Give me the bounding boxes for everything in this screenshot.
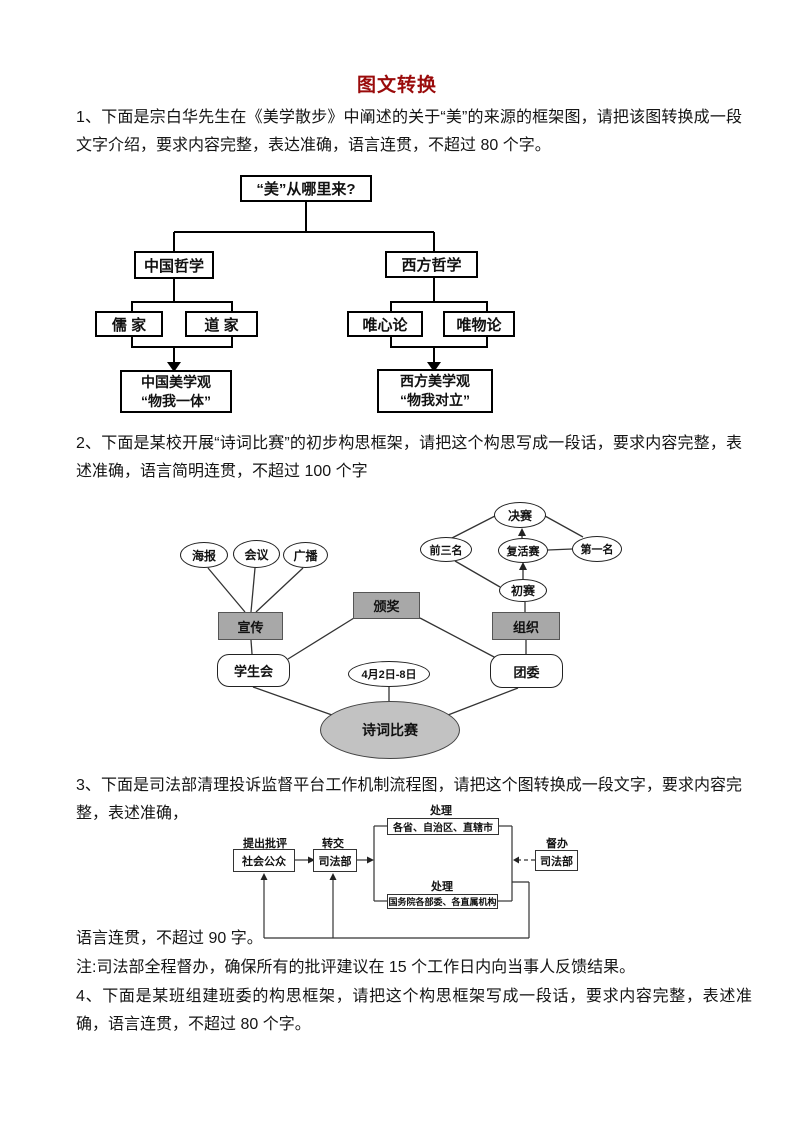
node-justice-ministry-supervisor: 司法部	[535, 850, 578, 871]
node-justice-ministry: 司法部	[313, 849, 357, 872]
node-confucianism: 儒 家	[95, 311, 163, 337]
node-state-council-bodies: 国务院各部委、各直属机构	[387, 894, 498, 909]
node-beauty-root: “美”从哪里来?	[240, 175, 372, 202]
diagram1-connectors	[167, 202, 441, 372]
label-handle-top: 处理	[430, 805, 452, 817]
node-west-aesthetics: 西方美学观 “物我对立”	[377, 369, 493, 413]
node-idealism: 唯心论	[347, 311, 423, 337]
note-text: 注:司法部全程督办，确保所有的批评建议在 15 个工作日内向当事人反馈结果。	[76, 959, 636, 976]
node-revival-round: 复活赛	[498, 538, 548, 563]
label-transfer: 转交	[322, 838, 344, 850]
diagram-beauty-flowchart: “美”从哪里来? 中国哲学 西方哲学 儒 家 道 家 唯心论 唯物论 中国美学观…	[95, 170, 515, 420]
diagram2-connectors	[207, 515, 584, 716]
label-raise-criticism: 提出批评	[243, 838, 287, 850]
node-public: 社会公众	[233, 849, 295, 872]
china-aesthetics-line2: “物我一体”	[141, 392, 211, 409]
node-league-committee: 团委	[490, 654, 563, 688]
node-date: 4月2日-8日	[348, 661, 430, 687]
node-taoism: 道 家	[185, 311, 258, 337]
label-supervise: 督办	[546, 838, 568, 850]
node-poster: 海报	[180, 542, 228, 568]
node-final: 决赛	[494, 502, 546, 528]
node-publicity: 宣传	[218, 612, 283, 640]
node-student-union: 学生会	[217, 654, 290, 687]
diagram-poetry-competition: 海报 会议 广播 宣传 学生会 颁奖 4月2日-8日 诗词比赛 前三名 决赛 复…	[140, 495, 650, 775]
label-handle-bottom: 处理	[431, 881, 453, 893]
node-preliminary: 初赛	[499, 579, 547, 602]
diagram3-connectors	[260, 825, 535, 939]
node-provinces: 各省、自治区、直辖市	[387, 818, 499, 835]
question-3-text-continued: 语言连贯，不超过 90 字。	[76, 930, 263, 947]
question-1-text: 1、下面是宗白华先生在《美学散步》中阐述的关于“美”的来源的框架图，请把该图转换…	[76, 109, 742, 154]
node-china-philosophy: 中国哲学	[134, 251, 214, 279]
node-top-three: 前三名	[420, 537, 472, 562]
page-title: 图文转换	[356, 75, 437, 96]
node-china-aesthetics: 中国美学观 “物我一体”	[120, 370, 232, 413]
question-3-text: 3、下面是司法部清理投诉监督平台工作机制流程图，请把这个图转换成一段文字，要求内…	[76, 777, 742, 822]
west-aesthetics-line1: 西方美学观	[400, 373, 470, 389]
node-organize: 组织	[492, 612, 560, 640]
diagram-justice-flowchart: 处理 各省、自治区、直辖市 提出批评 社会公众 转交 司法部 督办 司法部 处理…	[225, 800, 590, 945]
node-materialism: 唯物论	[443, 311, 515, 337]
node-broadcast: 广播	[283, 542, 328, 568]
node-meeting: 会议	[233, 540, 280, 568]
node-award: 颁奖	[353, 592, 420, 619]
node-first-place: 第一名	[572, 536, 622, 562]
west-aesthetics-line2: “物我对立”	[400, 392, 470, 408]
china-aesthetics-line1: 中国美学观	[141, 373, 211, 390]
node-west-philosophy: 西方哲学	[385, 251, 478, 278]
node-poetry-contest: 诗词比赛	[320, 701, 460, 759]
question-4-text: 4、下面是某班组建班委的构思框架，请把这个构思框架写成一段话，要求内容完整，表述…	[76, 988, 752, 1033]
question-2-text: 2、下面是某校开展“诗词比赛”的初步构思框架，请把这个构思写成一段话，要求内容完…	[76, 435, 742, 480]
